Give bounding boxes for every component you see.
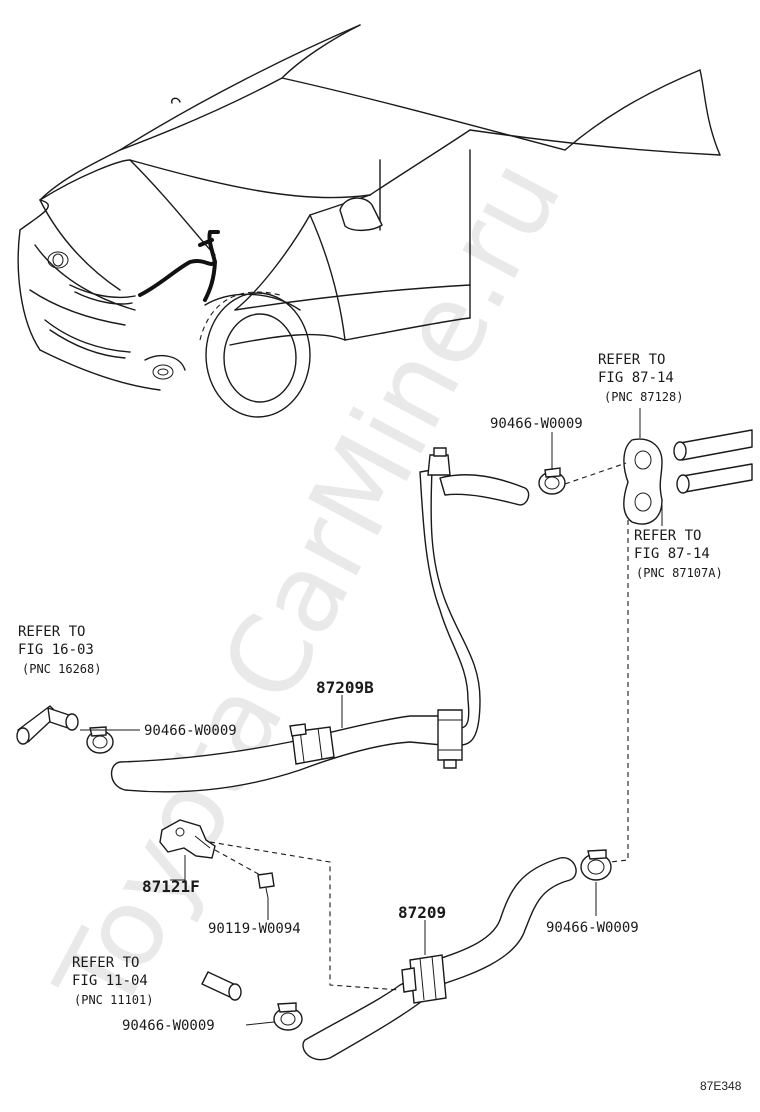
- pipe-fitting-left: [16, 705, 79, 745]
- part-clamp-left[interactable]: 90466-W0009: [144, 723, 237, 739]
- ref4-line3: (PNC 11101): [74, 993, 153, 1007]
- part-clamp-top[interactable]: 90466-W0009: [490, 416, 583, 432]
- clamp-bottom-shape: [273, 1002, 303, 1031]
- clamp-right-shape: [580, 849, 612, 881]
- part-clamp-right[interactable]: 90466-W0009: [546, 920, 639, 936]
- ref2-line3: (PNC 87107A): [636, 566, 723, 580]
- part-hose-upper[interactable]: 87209B: [316, 678, 374, 697]
- bolt-shape: [257, 872, 275, 899]
- ref1-line1: REFER TO: [598, 352, 665, 368]
- clamp-left-shape: [86, 726, 114, 754]
- ref4-line1: REFER TO: [72, 955, 139, 971]
- hose-87209b: [110, 447, 530, 793]
- part-bolt[interactable]: 90119-W0094: [208, 921, 301, 937]
- ref1-line2: FIG 87-14: [598, 370, 674, 386]
- ref3-line1: REFER TO: [18, 624, 85, 640]
- pipe-fitting-bottom: [201, 971, 242, 1001]
- ref3-line2: FIG 16-03: [18, 642, 94, 658]
- bracket-shape: [159, 819, 216, 859]
- part-hose-lower[interactable]: 87209: [398, 903, 446, 922]
- watermark: ToyotaCarMine.ru: [32, 140, 586, 1033]
- ref4-line2: FIG 11-04: [72, 973, 148, 989]
- car-illustration: [17, 24, 721, 418]
- clamp-top-shape: [538, 467, 566, 495]
- part-bracket[interactable]: 87121F: [142, 877, 200, 896]
- leader-lines: [80, 408, 663, 1026]
- ref2-line2: FIG 87-14: [634, 546, 710, 562]
- hose-87209: [302, 857, 577, 1061]
- ref1-line3: (PNC 87128): [604, 390, 683, 404]
- ref2-line1: REFER TO: [634, 528, 701, 544]
- check-valve: [623, 429, 753, 525]
- ref3-line3: (PNC 16268): [22, 662, 101, 676]
- diagram-code: 87E348: [700, 1079, 742, 1093]
- part-clamp-bottom[interactable]: 90466-W0009: [122, 1018, 215, 1034]
